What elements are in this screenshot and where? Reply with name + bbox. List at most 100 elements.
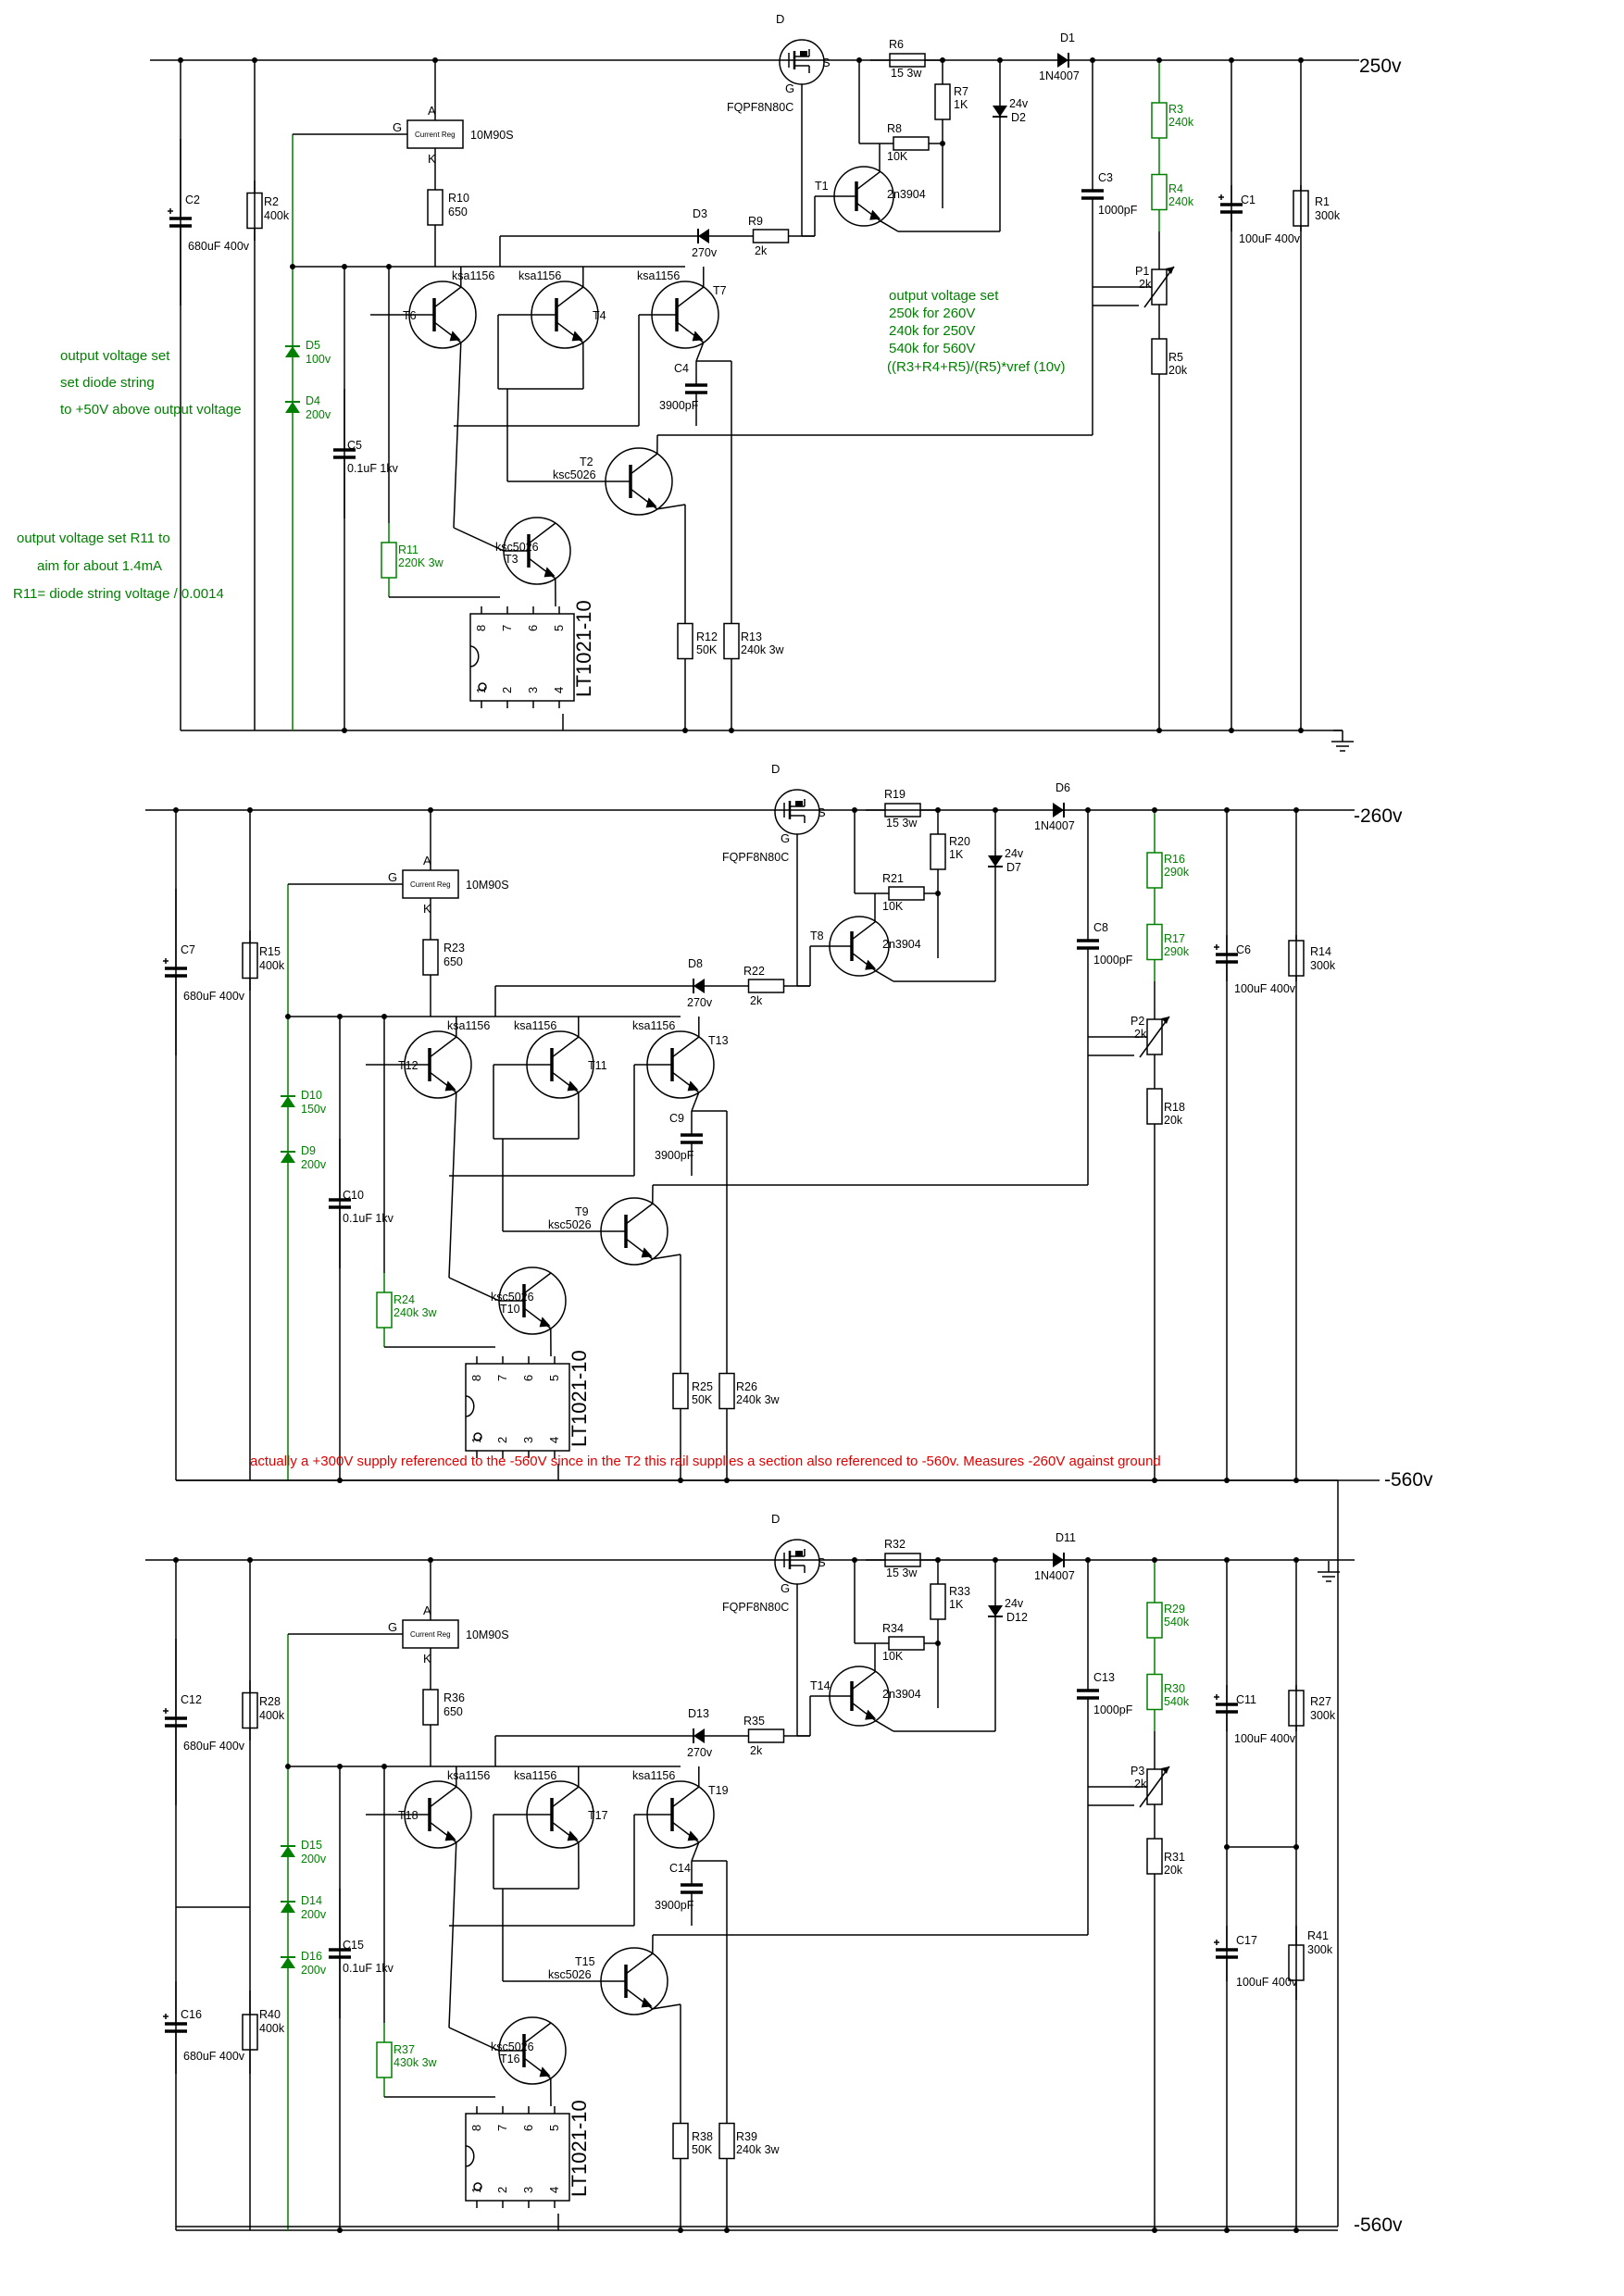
res-value: 540k [1164, 1695, 1190, 1708]
reg-pin: G [393, 120, 402, 134]
cap-name: C6 [1236, 943, 1251, 956]
transistor-name: T16 [500, 2053, 520, 2065]
ic-pin: 2 [495, 2187, 509, 2193]
rail-label-minus-560v-bottom: -560v [1354, 2215, 1403, 2236]
ic-pin: 7 [495, 2125, 509, 2131]
res-name: R38 [692, 2130, 713, 2143]
transistor-part: ksa1156 [514, 1769, 556, 1782]
ic-pin: 4 [552, 687, 566, 693]
res-value: 2k [750, 1744, 763, 1757]
pot-value: 2k [1134, 1028, 1147, 1041]
cap-name: C9 [669, 1112, 684, 1125]
res-name: R15 [259, 945, 281, 958]
transistor-part: ksc5026 [491, 1291, 534, 1304]
res-name: R40 [259, 2008, 281, 2021]
res-value: 50K [692, 2143, 713, 2156]
cap-value: 100uF 400v [1239, 232, 1301, 245]
res-value: 300k [1315, 209, 1341, 222]
res-value: 1K [954, 98, 968, 111]
diode-name: D14 [301, 1894, 322, 1907]
diode-value: 24v [1005, 847, 1024, 860]
cap-name: C4 [674, 362, 689, 375]
mosfet-pin: G [785, 81, 794, 95]
diode-value: 24v [1005, 1597, 1024, 1610]
cap-name: C5 [347, 439, 362, 452]
res-value: 240k 3w [736, 2143, 781, 2156]
ic-pin: 4 [547, 2187, 561, 2193]
res-value: 650 [448, 206, 468, 218]
res-name: R9 [748, 215, 763, 228]
ic-pin: 1 [469, 1437, 483, 1443]
res-name: R5 [1168, 351, 1183, 364]
reg-text: Current Reg [410, 880, 451, 889]
res-name: R25 [692, 1380, 713, 1393]
transistor-part: ksa1156 [632, 1019, 675, 1032]
cap-value: 100uF 400v [1234, 1732, 1296, 1745]
ic-pin: 2 [500, 687, 514, 693]
note-r11-formula: R11= diode string voltage / 0.0014 [13, 586, 224, 602]
transistor-name: T11 [588, 1059, 607, 1072]
ic-pin: 3 [521, 2187, 535, 2193]
res-name: R12 [696, 630, 718, 643]
cap-name: C10 [343, 1189, 364, 1202]
ic-pin: 5 [547, 1375, 561, 1381]
diode-name: D13 [688, 1707, 709, 1720]
diode-name: D16 [301, 1950, 322, 1963]
warning-note: actually a +300V supply referenced to th… [250, 1454, 1161, 1469]
transistor-name: T1 [815, 180, 829, 193]
rail-labels: 250v-260v-560v-560v [1354, 56, 1433, 2236]
res-value: 240k 3w [736, 1393, 781, 1406]
mosfet-pin: S [822, 56, 831, 69]
ic-pin: 7 [495, 1375, 509, 1381]
transistor-part: ksa1156 [452, 269, 494, 282]
reg-pin: K [423, 902, 431, 916]
cap-value: 0.1uF 1kv [347, 462, 399, 475]
ic-label: LT1021-10 [572, 600, 595, 697]
cap-value: 680uF 400v [183, 1740, 245, 1753]
transistor-part: ksa1156 [637, 269, 680, 282]
cap-value: 1000pF [1093, 954, 1133, 967]
mosfet-pin: D [771, 762, 780, 776]
res-name: R20 [949, 835, 970, 848]
transistor-part: ksc5026 [548, 1968, 592, 1981]
diode-value: 270v [687, 1746, 713, 1759]
res-name: R36 [443, 1691, 465, 1704]
transistor-part: 2n3904 [882, 938, 921, 951]
res-name: R3 [1168, 103, 1183, 116]
ic-pin: 8 [474, 625, 488, 631]
res-name: R16 [1164, 853, 1185, 866]
reg-pin: G [388, 870, 397, 884]
transistor-name: T13 [708, 1034, 729, 1047]
res-name: R23 [443, 942, 465, 955]
note-diode-string: set diode string [60, 375, 155, 391]
cap-value: 680uF 400v [183, 990, 245, 1003]
res-name: R6 [889, 38, 904, 51]
diode-name: D15 [301, 1839, 322, 1852]
res-name: R32 [884, 1538, 906, 1551]
res-name: R8 [887, 122, 902, 135]
transistor-name: T7 [713, 284, 727, 297]
cap-name: C3 [1098, 171, 1113, 184]
res-value: 650 [443, 955, 463, 968]
ic-pin: 4 [547, 1437, 561, 1443]
transistor-part: ksc5026 [548, 1218, 592, 1231]
note-vset-formula: ((R3+R4+R5)/(R5)*vref (10v) [887, 359, 1066, 375]
reg-text: Current Reg [415, 131, 456, 139]
ic-pin: 8 [469, 1375, 483, 1381]
ic-label: LT1021-10 [568, 2100, 591, 2197]
cap-value: 0.1uF 1kv [343, 1962, 394, 1975]
mosfet-pin: D [771, 1512, 780, 1526]
res-name: R37 [394, 2043, 415, 2056]
res-value: 2k [755, 244, 768, 257]
res-value: 220K 3w [398, 556, 444, 569]
res-value: 290k [1164, 945, 1190, 958]
res-name: R35 [743, 1715, 765, 1728]
diode-value: 200v [306, 408, 331, 421]
reg-part: 10M90S [466, 1628, 509, 1641]
pot-name: P1 [1135, 265, 1149, 278]
res-name: R24 [394, 1293, 415, 1306]
cap-value: 680uF 400v [188, 240, 250, 253]
